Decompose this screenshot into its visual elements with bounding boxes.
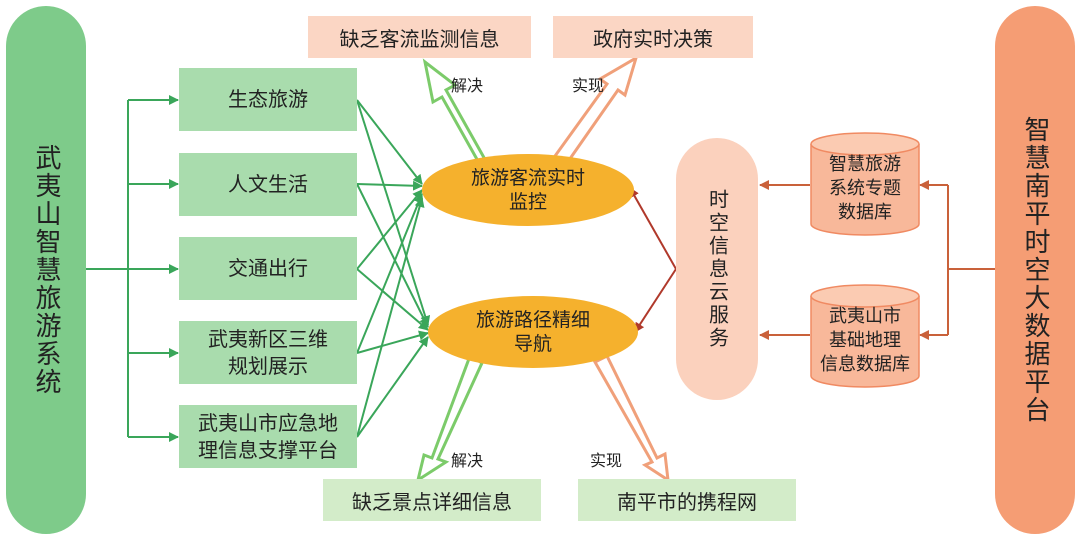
top-goal-box: 政府实时决策 xyxy=(553,16,753,58)
database-label: 智慧旅游 系统专题 数据库 xyxy=(829,154,901,223)
cloud-service-label: 时空信息云服务 xyxy=(705,188,730,350)
node-route-navigation: 旅游路径精细 导航 xyxy=(428,296,638,368)
top-solve-label: 解决 xyxy=(451,76,484,95)
bottom-realize-label: 实现 xyxy=(590,451,623,470)
module-3d-planning: 武夷新区三维 规划展示 xyxy=(179,321,357,384)
spatiotemporal-cloud-service: 时空信息云服务 xyxy=(676,138,758,400)
left-system-label: 武夷山智慧旅游系统 xyxy=(31,144,61,396)
database-basic-geographic: 武夷山市 基础地理 信息数据库 xyxy=(810,284,920,388)
database-tourism-thematic: 智慧旅游 系统专题 数据库 xyxy=(810,132,920,236)
node-flow-monitoring: 旅游客流实时 监控 xyxy=(422,154,634,226)
bottom-solve-arrow xyxy=(415,353,484,484)
right-platform-label: 智慧南平时空大数据平台 xyxy=(1020,116,1050,424)
module-culture-life: 人文生活 xyxy=(179,153,357,216)
nanping-spatiotemporal-platform: 智慧南平时空大数据平台 xyxy=(995,6,1075,534)
cloud-to-node-lines xyxy=(629,187,677,333)
top-realize-label: 实现 xyxy=(572,76,605,95)
module-emergency-gis: 武夷山市应急地 理信息支撑平台 xyxy=(179,405,357,468)
module-transport: 交通出行 xyxy=(179,237,357,300)
left-tree-connectors xyxy=(86,95,179,442)
database-cylinder-icon xyxy=(810,132,920,236)
bottom-goal-box: 南平市的携程网 xyxy=(578,479,796,521)
top-solve-arrow xyxy=(422,58,498,172)
bottom-realize-arrow xyxy=(592,353,670,484)
module-to-node-lines xyxy=(356,99,431,438)
right-tree-connectors xyxy=(759,180,995,340)
bottom-solve-label: 解决 xyxy=(451,451,484,470)
wuyishan-smart-tourism-system: 武夷山智慧旅游系统 xyxy=(6,6,86,534)
top-problem-box: 缺乏客流监测信息 xyxy=(308,16,531,58)
bottom-problem-box: 缺乏景点详细信息 xyxy=(323,479,541,521)
module-ecotourism: 生态旅游 xyxy=(179,68,357,131)
top-realize-arrow xyxy=(552,54,639,165)
database-label: 武夷山市 基础地理 信息数据库 xyxy=(820,306,910,375)
database-cylinder-icon xyxy=(810,284,920,388)
